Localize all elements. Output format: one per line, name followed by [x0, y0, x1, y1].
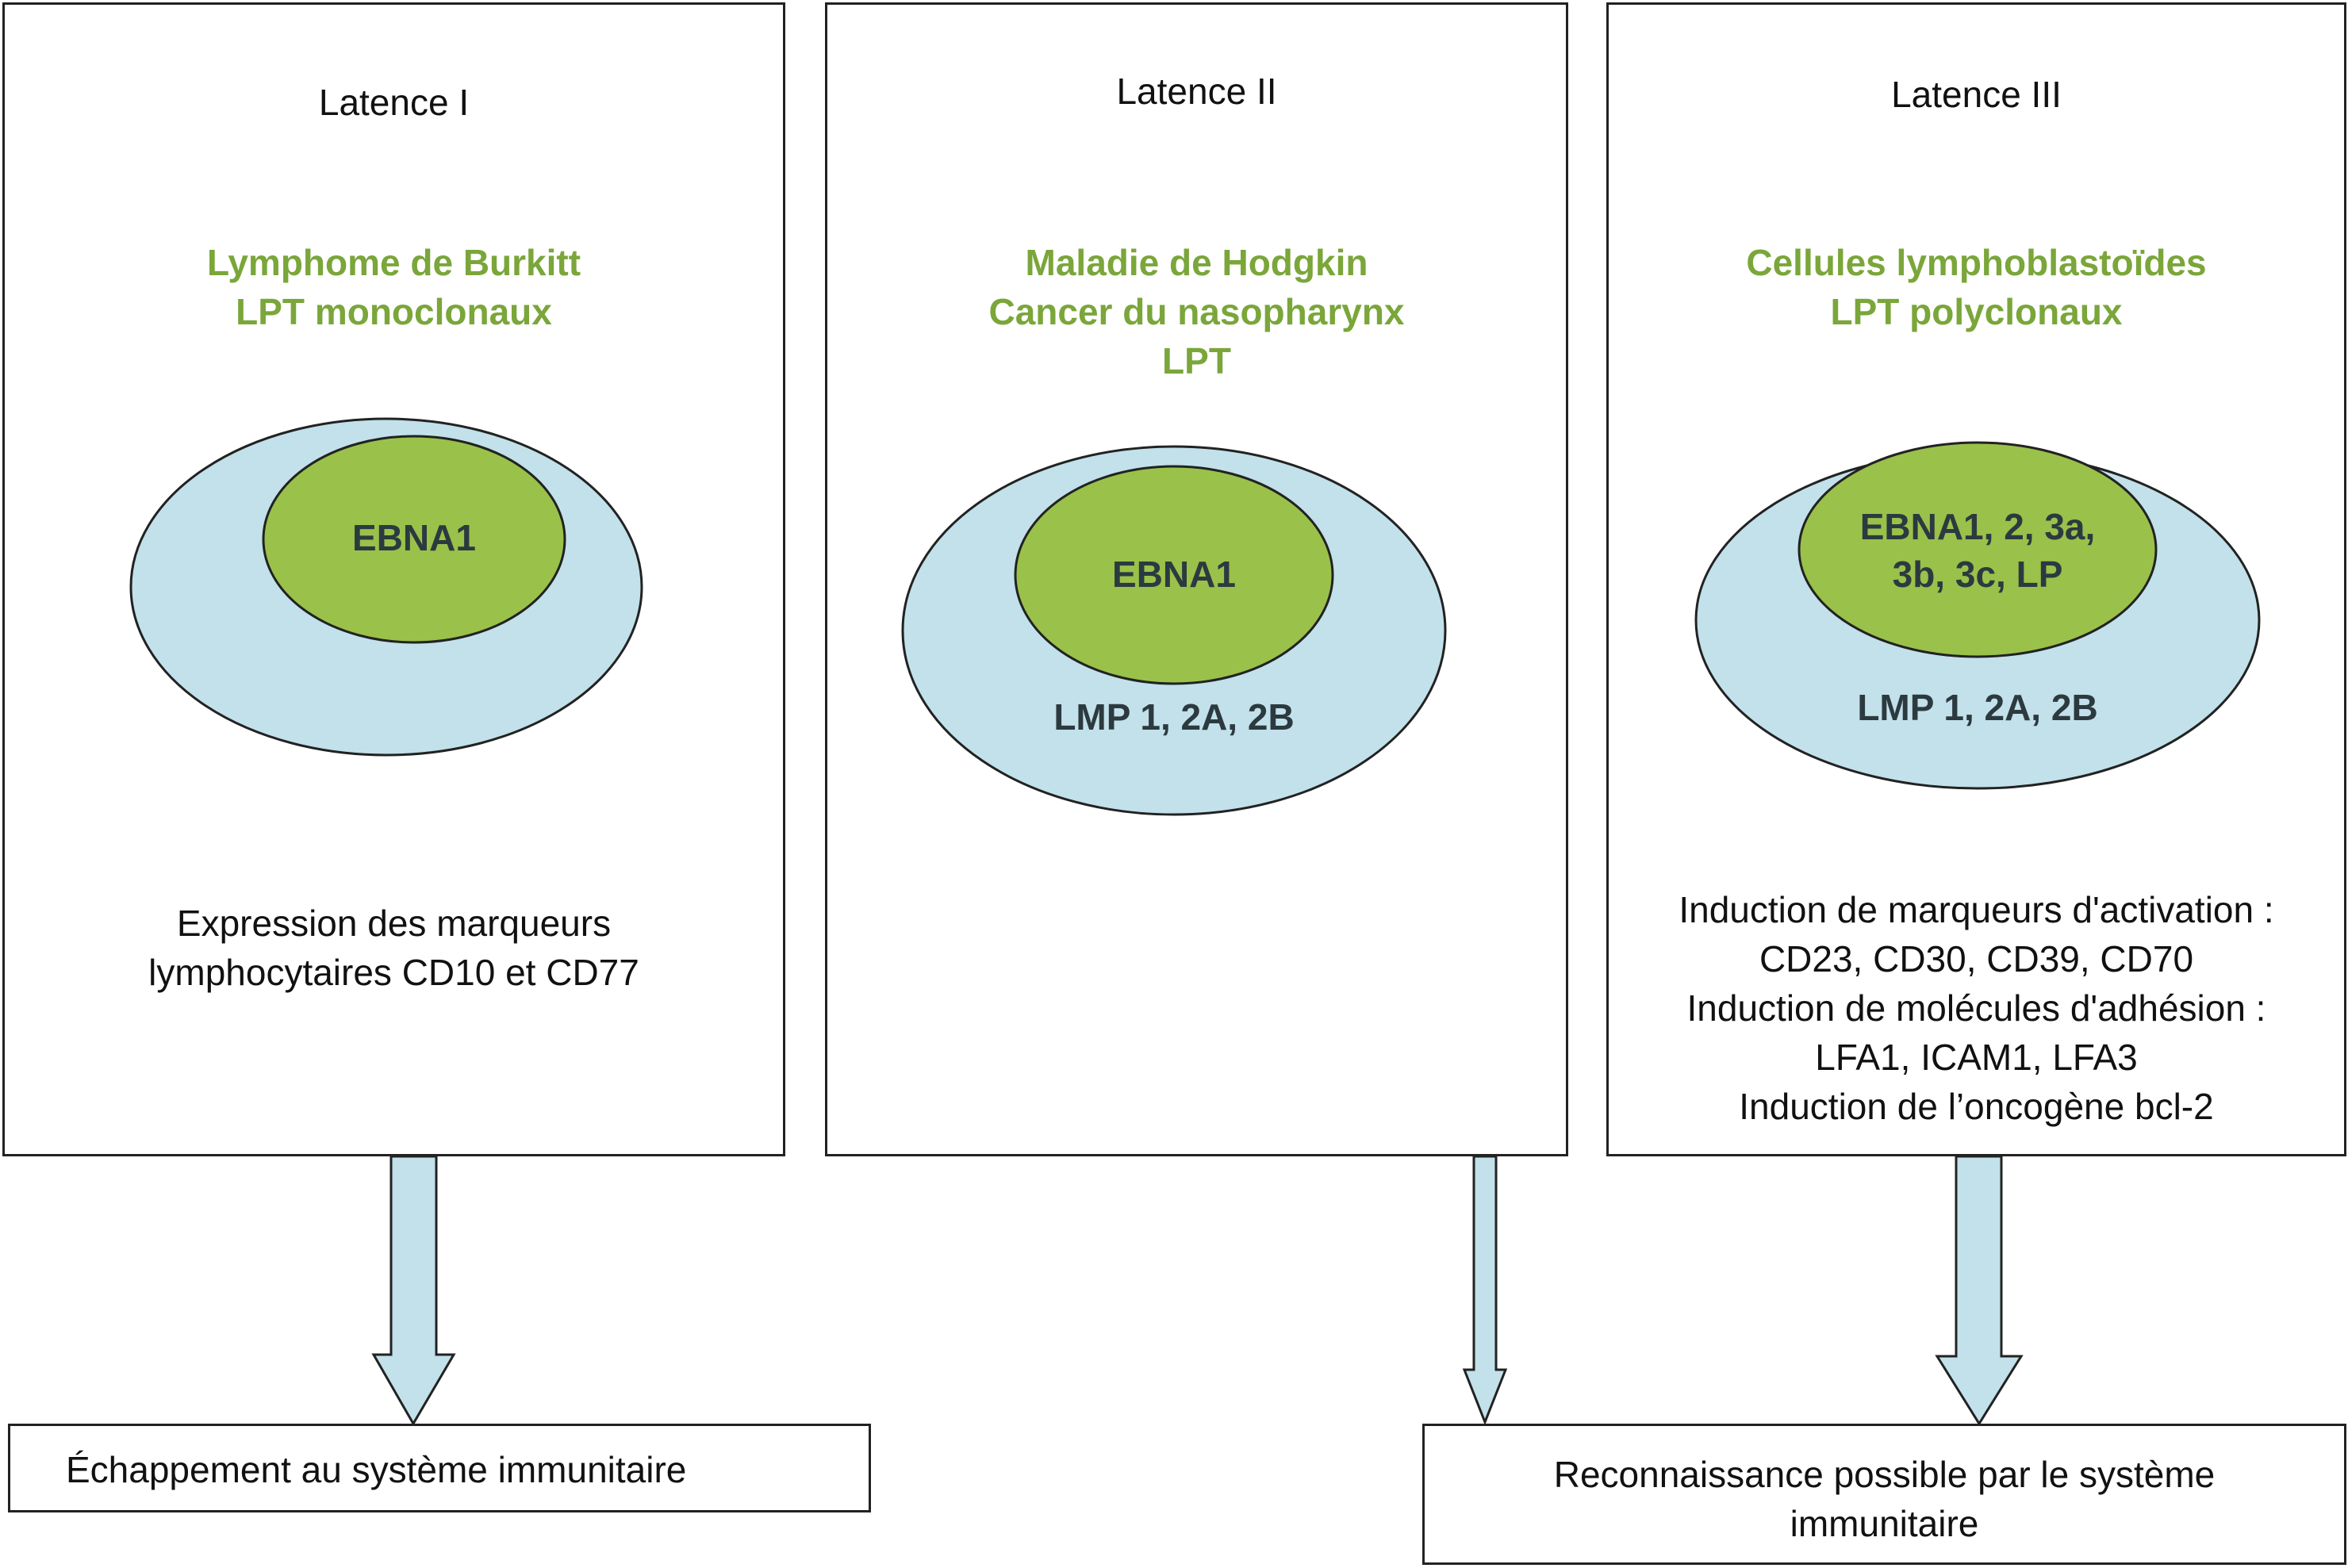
note-line: Induction de molécules d'adhésion :	[1686, 987, 2266, 1029]
disease-list: Cellules lymphoblastoïdes LPT polyclonau…	[1609, 238, 2344, 336]
panel-latence-2: Latence II Maladie de Hodgkin Cancer du …	[825, 2, 1568, 1156]
disease-list: Lymphome de Burkitt LPT monoclonaux	[5, 238, 783, 336]
note-line: Induction de marqueurs d'activation :	[1679, 889, 2274, 930]
disease-item: Lymphome de Burkitt	[206, 242, 581, 283]
arrow-panel-1-down	[371, 1155, 456, 1426]
outcome-recognition-line: immunitaire	[1790, 1503, 1979, 1544]
disease-item: LPT	[1162, 340, 1231, 381]
note-line: Induction de l’oncogène bcl-2	[1739, 1086, 2214, 1127]
panel-title: Latence I	[318, 82, 470, 123]
marker-notes: Induction de marqueurs d'activation : CD…	[1609, 885, 2344, 1131]
note-line: CD23, CD30, CD39, CD70	[1759, 938, 2194, 980]
panel-latence-3: Latence III Cellules lymphoblastoïdes LP…	[1606, 2, 2346, 1156]
disease-item: Maladie de Hodgkin	[1025, 242, 1368, 283]
note-line: Expression des marqueurs	[176, 903, 612, 944]
arrow-panel-3-down	[1935, 1155, 2024, 1426]
nucleus-label-2: EBNA1	[1112, 554, 1236, 595]
nucleus-label-3: EBNA1, 2, 3a, 3b, 3c, LP	[1819, 503, 2136, 598]
outcome-escape-box: Échappement au système immunitaire	[8, 1424, 871, 1512]
disease-list: Maladie de Hodgkin Cancer du nasopharynx…	[827, 238, 1566, 385]
cell-2-nucleus	[1014, 465, 1334, 685]
nucleus-label-1: EBNA1	[352, 517, 476, 558]
cell-3-nucleus	[1797, 441, 2158, 658]
nucleus-label-line: EBNA1, 2, 3a,	[1859, 506, 2096, 547]
disease-item: Cancer du nasopharynx	[988, 291, 1405, 332]
panel-title: Latence III	[1891, 74, 2062, 115]
disease-item: LPT polyclonaux	[1830, 291, 2123, 332]
membrane-label-3: LMP 1, 2A, 2B	[1857, 687, 2098, 728]
note-line: lymphocytaires CD10 et CD77	[148, 952, 639, 993]
arrow-panel-2-down	[1462, 1155, 1508, 1426]
nucleus-label-line: 3b, 3c, LP	[1892, 554, 2063, 595]
marker-notes: Expression des marqueurs lymphocytaires …	[5, 899, 783, 997]
cell-1-nucleus	[262, 435, 566, 644]
outcome-recognition-box: Reconnaissance possible par le système i…	[1422, 1424, 2346, 1565]
panel-latence-1: Latence I Lymphome de Burkitt LPT monocl…	[2, 2, 785, 1156]
panel-title: Latence II	[1116, 71, 1277, 112]
outcome-recognition-line: Reconnaissance possible par le système	[1553, 1454, 2216, 1495]
membrane-label-2: LMP 1, 2A, 2B	[1053, 696, 1295, 738]
outcome-escape-text: Échappement au système immunitaire	[66, 1449, 687, 1490]
note-line: LFA1, ICAM1, LFA3	[1815, 1037, 2138, 1078]
disease-item: LPT monoclonaux	[236, 291, 552, 332]
disease-item: Cellules lymphoblastoïdes	[1746, 242, 2207, 283]
